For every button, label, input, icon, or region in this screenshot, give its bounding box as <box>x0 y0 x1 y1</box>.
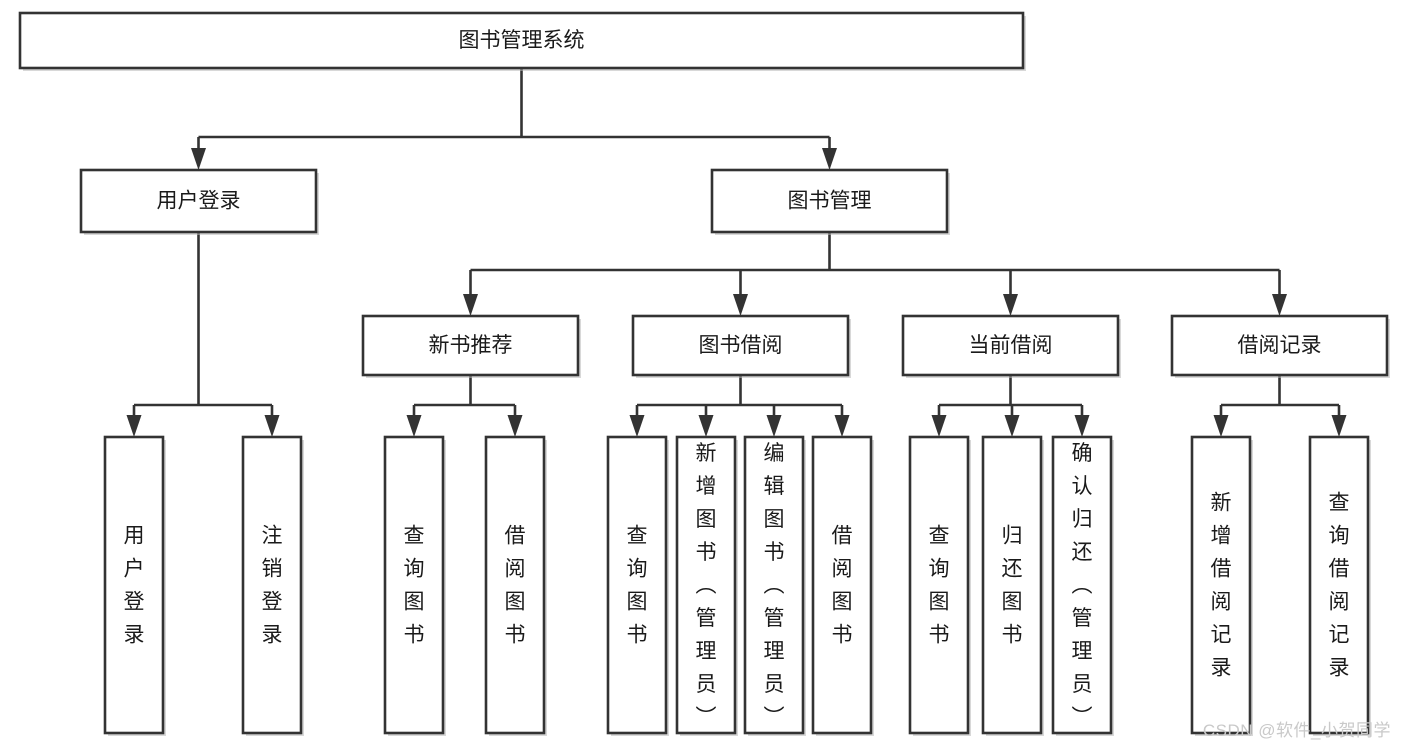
node-label: 查询借阅记录 <box>1329 491 1350 679</box>
node-leaf-cb-return[interactable]: 归还图书 <box>981 435 1044 736</box>
node-box[interactable] <box>1308 435 1370 735</box>
node-box[interactable] <box>1190 435 1252 735</box>
edge-layer <box>126 68 1347 437</box>
arrow-head-icon <box>1331 415 1347 437</box>
node-box[interactable] <box>908 435 970 735</box>
node-box[interactable] <box>383 435 445 735</box>
node-box[interactable] <box>241 435 303 735</box>
node-leaf-bb-edit[interactable]: 编辑图书︵管理员︶ <box>743 435 806 736</box>
node-book-borrow[interactable]: 图书借阅 <box>631 314 851 378</box>
node-box[interactable] <box>606 435 668 735</box>
node-box[interactable] <box>675 435 737 735</box>
node-leaf-br-add[interactable]: 新增借阅记录 <box>1190 435 1253 736</box>
node-label: 用户登录 <box>157 190 241 213</box>
node-root[interactable]: 图书管理系统 <box>18 11 1026 71</box>
node-book-manage[interactable]: 图书管理 <box>710 168 950 235</box>
arrow-head-icon <box>406 415 422 437</box>
arrow-head-icon <box>766 415 782 437</box>
arrow-head-icon <box>733 294 748 316</box>
node-leaf-rec-borrow[interactable]: 借阅图书 <box>484 435 547 736</box>
node-label: 用户登录 <box>124 524 145 646</box>
node-leaf-bb-add[interactable]: 新增图书︵管理员︶ <box>675 435 738 736</box>
node-box[interactable] <box>901 314 1120 377</box>
node-leaf-br-query[interactable]: 查询借阅记录 <box>1308 435 1371 736</box>
node-label: 归还图书 <box>1002 524 1023 646</box>
node-label: 图书管理系统 <box>459 29 585 52</box>
node-label: 新增借阅记录 <box>1211 491 1232 679</box>
node-leaf-rec-query[interactable]: 查询图书 <box>383 435 446 736</box>
node-box[interactable] <box>484 435 546 735</box>
node-user-login[interactable]: 用户登录 <box>79 168 319 235</box>
node-leaf-bb-borrow[interactable]: 借阅图书 <box>811 435 874 736</box>
arrow-head-icon <box>698 415 714 437</box>
arrow-head-icon <box>834 415 850 437</box>
arrow-head-icon <box>629 415 645 437</box>
csdn-watermark: CSDN @软件_小贺同学 <box>1202 721 1391 740</box>
node-box[interactable] <box>631 314 850 377</box>
node-label: 查询图书 <box>929 524 950 646</box>
node-box[interactable] <box>710 168 949 234</box>
node-label: 查询图书 <box>404 524 425 646</box>
node-leaf-cb-query[interactable]: 查询图书 <box>908 435 971 736</box>
node-box[interactable] <box>811 435 873 735</box>
node-borrow-record[interactable]: 借阅记录 <box>1170 314 1390 378</box>
arrow-head-icon <box>191 148 206 170</box>
arrow-head-icon <box>507 415 523 437</box>
arrow-head-icon <box>822 148 837 170</box>
node-label: 查询图书 <box>627 524 648 646</box>
node-leaf-cb-confirm[interactable]: 确认归还︵管理员︶ <box>1051 435 1114 736</box>
node-box[interactable] <box>18 11 1025 70</box>
node-box[interactable] <box>743 435 805 735</box>
node-label: 注销登录 <box>262 524 283 646</box>
arrow-head-icon <box>1004 415 1020 437</box>
node-label: 确认归还︵管理员︶ <box>1072 442 1093 729</box>
node-leaf-logout[interactable]: 注销登录 <box>241 435 304 736</box>
node-box[interactable] <box>361 314 580 377</box>
node-label: 借阅图书 <box>505 524 526 646</box>
node-box[interactable] <box>103 435 165 735</box>
node-label: 编辑图书︵管理员︶ <box>764 442 785 729</box>
node-leaf-user-login[interactable]: 用户登录 <box>103 435 166 736</box>
node-current-borrow[interactable]: 当前借阅 <box>901 314 1121 378</box>
node-label: 图书借阅 <box>699 334 783 357</box>
arrow-head-icon <box>463 294 478 316</box>
node-box[interactable] <box>1170 314 1389 377</box>
node-label: 新书推荐 <box>429 334 513 357</box>
node-box[interactable] <box>1051 435 1113 735</box>
node-layer: 图书管理系统用户登录图书管理新书推荐图书借阅当前借阅借阅记录用户登录注销登录查询… <box>18 11 1390 736</box>
node-label: 新增图书︵管理员︶ <box>696 442 717 729</box>
node-box[interactable] <box>981 435 1043 735</box>
arrow-head-icon <box>1272 294 1287 316</box>
node-new-book-rec[interactable]: 新书推荐 <box>361 314 581 378</box>
arrow-head-icon <box>126 415 142 437</box>
node-box[interactable] <box>79 168 318 234</box>
arrow-head-icon <box>264 415 280 437</box>
node-label: 当前借阅 <box>969 334 1053 357</box>
node-label: 借阅图书 <box>832 524 853 646</box>
arrow-head-icon <box>931 415 947 437</box>
arrow-head-icon <box>1003 294 1018 316</box>
node-label: 借阅记录 <box>1238 334 1322 357</box>
arrow-head-icon <box>1213 415 1229 437</box>
node-leaf-bb-query[interactable]: 查询图书 <box>606 435 669 736</box>
node-label: 图书管理 <box>788 190 872 213</box>
arrow-head-icon <box>1074 415 1090 437</box>
